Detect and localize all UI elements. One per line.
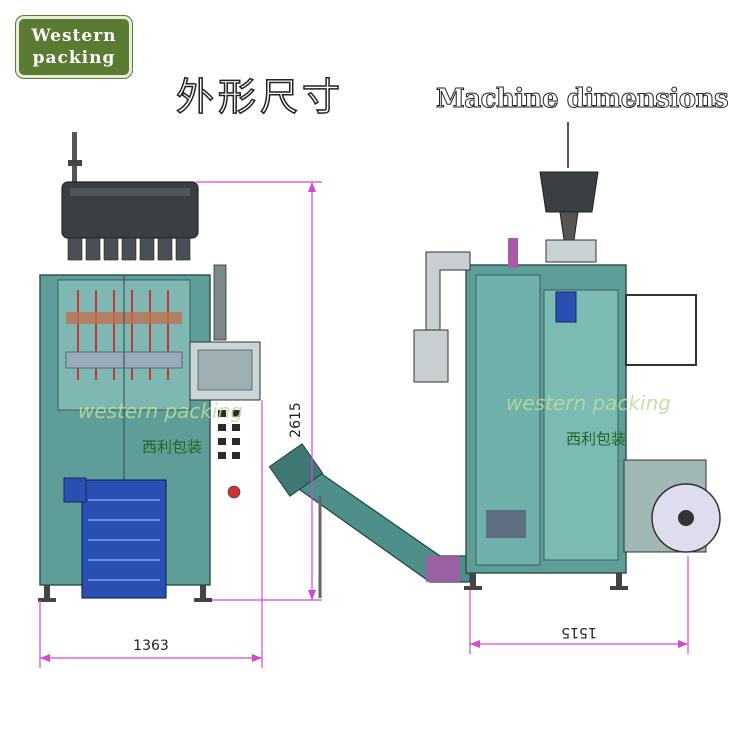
side-hopper-neck <box>559 211 579 241</box>
dimension-lines <box>39 181 689 668</box>
dosing-heads <box>67 237 191 261</box>
brand-logo: Western packing <box>16 16 132 78</box>
film-arm <box>213 264 227 341</box>
logo-line-2: packing <box>32 48 116 68</box>
side-right-frame <box>625 294 697 366</box>
title-chinese: 外形尺寸 <box>175 74 345 120</box>
front-top-pole <box>72 132 77 182</box>
front-width-dimension-label: 1363 <box>133 638 169 654</box>
watermark-side-cn: 西利包装 <box>566 430 626 448</box>
dimension-arrows <box>40 182 688 662</box>
film-roll-hub <box>678 510 694 526</box>
control-buttons <box>218 410 240 459</box>
side-pink-bracket <box>508 238 518 268</box>
hmi-screen <box>197 349 253 391</box>
incline-conveyor <box>268 443 471 598</box>
side-view <box>413 122 721 590</box>
side-gearbox <box>486 510 526 538</box>
conveyor-slats <box>88 499 160 581</box>
front-pole-clamp <box>68 160 82 166</box>
watermark-front: western packing <box>78 399 243 423</box>
side-hopper <box>539 171 599 213</box>
watermark-side: western packing <box>506 391 671 415</box>
front-feet <box>38 585 212 602</box>
logo-line-1: Western <box>31 26 117 46</box>
front-hopper-lid <box>70 188 190 196</box>
conveyor-motor <box>63 477 87 503</box>
side-feet <box>464 573 628 590</box>
watermark-front-cn: 西利包装 <box>142 438 202 456</box>
front-view <box>38 132 261 602</box>
title-english: Machine dimensions <box>435 84 729 115</box>
side-motor-top <box>555 291 577 323</box>
side-door <box>543 289 619 561</box>
incline-end-plate <box>426 556 460 582</box>
height-dimension-label: 2615 <box>288 402 304 438</box>
emergency-stop-icon <box>227 485 241 499</box>
side-depth-dimension-label: 1515 <box>561 624 597 640</box>
film-roll-housing <box>413 329 449 383</box>
film-duct <box>425 251 471 331</box>
dosing-block <box>545 239 597 263</box>
